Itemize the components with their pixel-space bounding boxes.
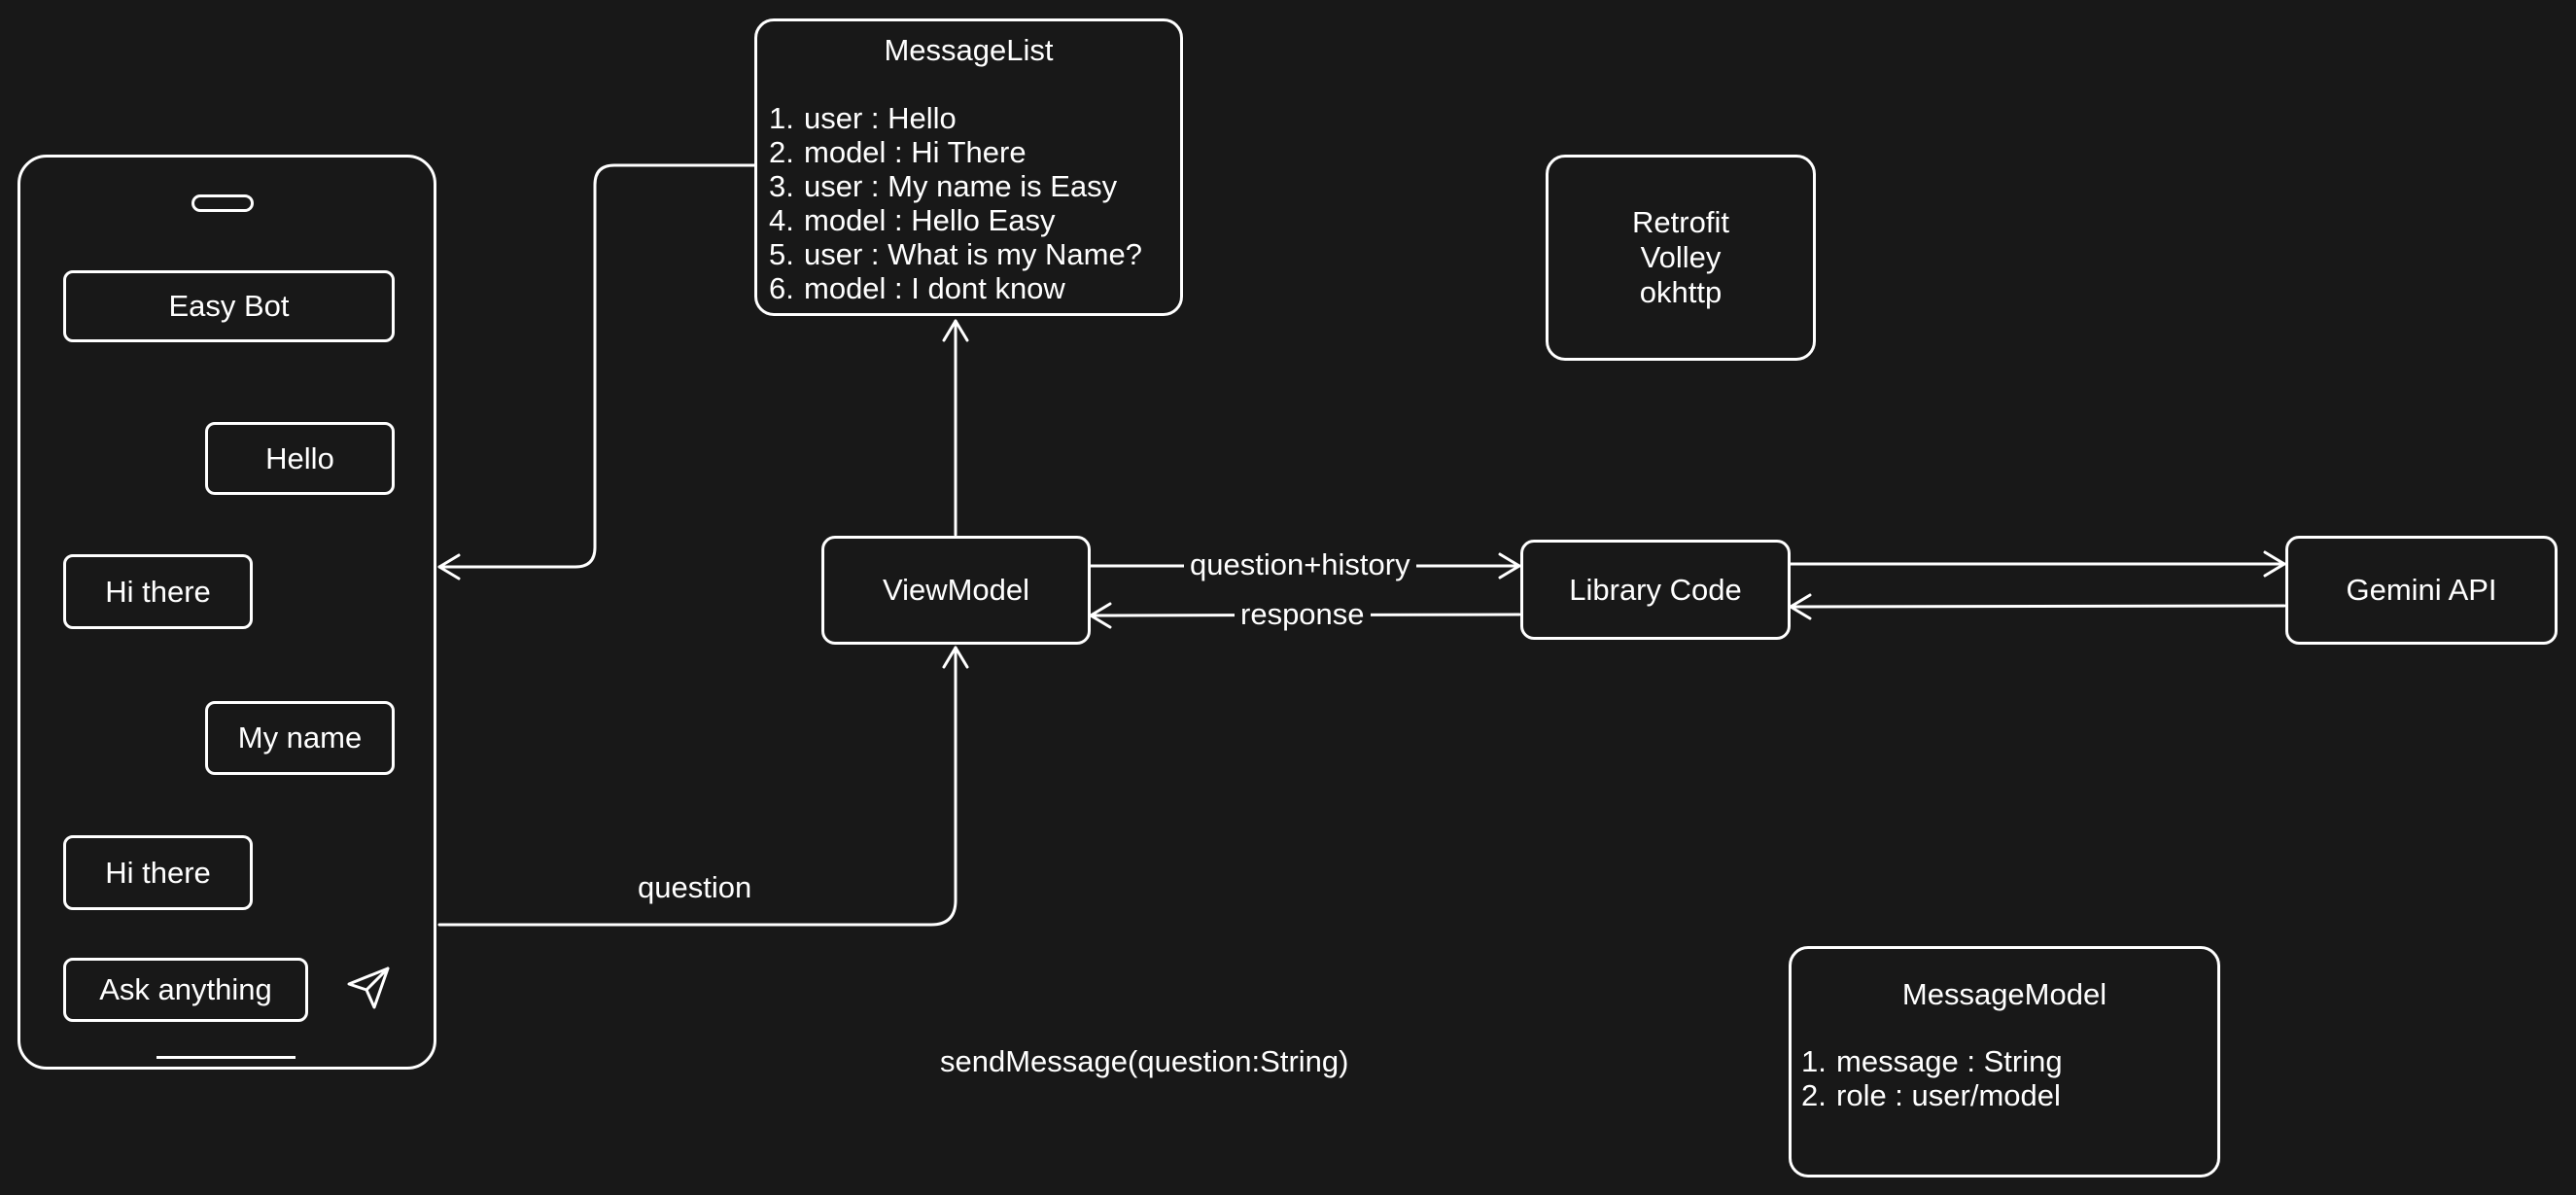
message-text: Hi there [105,855,211,890]
list-item: 5.user : What is my Name? [769,237,1142,271]
user-message-bubble: My name [205,701,395,775]
question-label: question [638,870,752,904]
library-code-label: Library Code [1569,572,1742,607]
library-code-box: Library Code [1520,540,1791,640]
chat-input-field[interactable]: Ask anything [63,958,308,1022]
phone-speaker-notch [191,194,254,212]
messagelist-to-phone-connector [437,163,756,569]
phone-to-viewmodel-arrowhead [942,646,969,669]
message-list-items: 1.user : Hello 2.model : Hi There 3.user… [769,101,1142,305]
message-model-box: MessageModel 1.message : String 2.role :… [1789,946,2220,1177]
viewmodel-label: ViewModel [882,573,1030,607]
list-item: 1.message : String [1801,1044,2063,1078]
list-item: 4.model : Hello Easy [769,203,1056,237]
viewmodel-box: ViewModel [821,536,1091,645]
library-to-viewmodel-arrowhead [1089,602,1112,629]
viewmodel-to-messagelist-arrowhead [942,319,969,342]
gemini-api-box: Gemini API [2285,536,2558,645]
gemini-to-library-connector [1789,604,2286,609]
list-item: 6.model : I dont know [769,271,1065,305]
gemini-to-library-arrowhead [1789,593,1812,620]
message-list-box: MessageList 1.user : Hello 2.model : Hi … [754,18,1183,316]
chat-header-title: Easy Bot [168,289,290,323]
message-list-title: MessageList [884,33,1054,67]
message-text: Hi there [105,574,211,609]
http-libraries-box: Retrofit Volley okhttp [1546,155,1816,361]
messagelist-to-phone-arrowhead [437,553,461,580]
message-model-title: MessageModel [1901,977,2107,1011]
user-message-bubble: Hello [205,422,395,495]
list-item: 1.user : Hello [769,101,957,135]
chat-input-placeholder: Ask anything [99,972,272,1006]
model-message-bubble: Hi there [63,835,253,910]
response-label: response [1235,597,1371,632]
send-icon[interactable] [345,965,392,1011]
library-name: okhttp [1639,275,1723,309]
viewmodel-to-library-arrowhead [1498,552,1521,580]
list-item: 2.model : Hi There [769,135,1027,169]
model-message-bubble: Hi there [63,554,253,629]
phone-mockup: Easy Bot Hello Hi there My name Hi there… [17,155,436,1070]
chat-header: Easy Bot [63,270,395,342]
gemini-api-label: Gemini API [2346,573,2497,607]
list-item: 3.user : My name is Easy [769,169,1118,203]
library-name: Volley [1640,240,1722,274]
message-text: My name [237,721,363,755]
list-item: 2.role : user/model [1801,1078,2061,1112]
message-model-fields: 1.message : String 2.role : user/model [1801,1044,2063,1112]
send-message-signature: sendMessage(question:String) [940,1044,1349,1078]
phone-home-indicator [157,1056,296,1059]
library-name: Retrofit [1632,205,1729,239]
library-to-gemini-arrowhead [2263,550,2286,578]
message-text: Hello [265,440,334,475]
question-history-label: question+history [1184,547,1416,582]
